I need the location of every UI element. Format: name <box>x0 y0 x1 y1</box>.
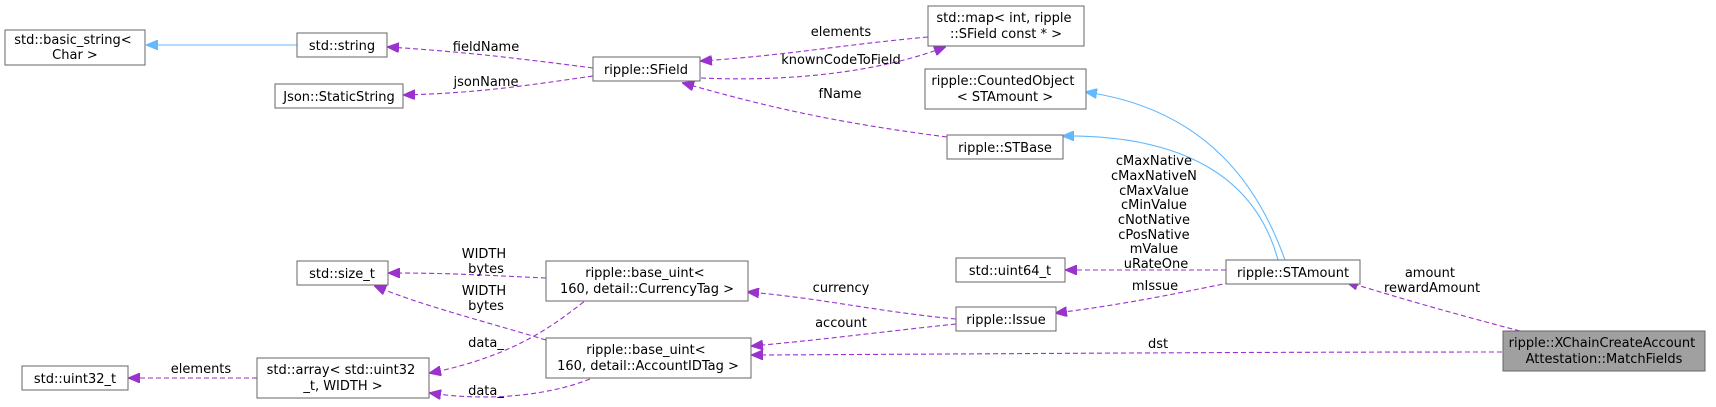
svg-text:std::map< int, ripple: std::map< int, ripple ::SField const * > <box>936 11 1075 42</box>
node-json-staticstring[interactable]: Json::StaticString <box>274 83 404 109</box>
node-stbase[interactable]: ripple::STBase <box>946 134 1064 160</box>
nodes: std::basic_string< Char > std::string Js… <box>4 5 1706 399</box>
node-std-array[interactable]: std::array< std::uint32 _t, WIDTH > <box>256 357 430 399</box>
node-sfield[interactable]: ripple::SField <box>592 56 701 82</box>
node-basic-string[interactable]: std::basic_string< Char > <box>4 29 146 66</box>
edge-sfield-fieldname-string <box>388 47 594 69</box>
edges <box>129 36 1521 397</box>
edge-stamount-inherits-counted-object <box>1086 92 1286 261</box>
edge-label-fieldname: fieldName <box>453 40 519 55</box>
edge-stbase-fname-sfield <box>683 83 948 138</box>
edge-issue-account-accountuint <box>752 323 957 346</box>
svg-text:ripple::Issue: ripple::Issue <box>966 313 1045 328</box>
edge-label-fname: fName <box>819 87 862 102</box>
edge-label-data-account: data_ <box>468 384 504 399</box>
node-std-map[interactable]: std::map< int, ripple ::SField const * > <box>927 5 1085 47</box>
node-uint64[interactable]: std::uint64_t <box>955 257 1066 283</box>
edge-label-amount: amount rewardAmount <box>1384 266 1480 296</box>
svg-text:ripple::base_uint< 160: ripple::base_uint< 160, detail::Currency… <box>560 266 734 297</box>
svg-text:ripple::CountedObject: ripple::CountedObject < STAmount > <box>931 74 1078 105</box>
node-issue[interactable]: ripple::Issue <box>955 306 1057 332</box>
edge-label-missue: mIssue <box>1132 279 1178 294</box>
edge-label-jsonname: jsonName <box>453 75 519 90</box>
svg-text:ripple::base_uint< 160: ripple::base_uint< 160, detail::AccountI… <box>557 343 739 374</box>
node-size-t[interactable]: std::size_t <box>296 260 389 286</box>
edge-label-dst: dst <box>1148 337 1168 352</box>
svg-text:std::uint32_t: std::uint32_t <box>34 372 116 387</box>
node-currency-base-uint[interactable]: ripple::base_uint< 160, detail::Currency… <box>545 260 749 302</box>
node-counted-object[interactable]: ripple::CountedObject < STAmount > <box>924 68 1087 110</box>
node-std-string[interactable]: std::string <box>296 32 388 58</box>
node-stamount[interactable]: ripple::STAmount <box>1225 259 1361 285</box>
edge-sfield-jsonname-staticstring <box>404 75 594 95</box>
edge-label-width-currency: WIDTH bytes <box>462 247 511 277</box>
edge-stamount-inherits-stbase <box>1063 136 1279 261</box>
edge-stamount-missue-issue <box>1056 280 1239 313</box>
edge-label-data-currency: data_ <box>468 336 504 351</box>
edge-issue-currency-currencyuint <box>748 292 957 320</box>
svg-text:std::string: std::string <box>309 39 375 54</box>
svg-text:std::array< std::uint32: std::array< std::uint32 _t, WIDTH > <box>267 363 420 394</box>
node-uint32[interactable]: std::uint32_t <box>21 365 129 391</box>
edge-label-width-account: WIDTH bytes <box>462 284 511 314</box>
edge-label-knowncodetofield: knownCodeToField <box>781 53 901 68</box>
edge-matchfields-amount-stamount <box>1347 282 1521 332</box>
edge-map-elements-sfield <box>701 36 929 61</box>
edge-currencyuint-data-array <box>430 296 591 373</box>
svg-text:ripple::STAmount: ripple::STAmount <box>1237 266 1349 281</box>
edge-label-stamount-constants: cMaxNative cMaxNativeN cMaxValue cMinVal… <box>1111 154 1201 272</box>
edge-label-elements-array: elements <box>171 362 232 377</box>
edge-matchfields-dst-accountuint <box>752 352 1503 355</box>
svg-text:ripple::STBase: ripple::STBase <box>958 141 1052 156</box>
edge-accountuint-width-size-t <box>375 286 547 341</box>
edge-label-currency: currency <box>813 281 870 296</box>
node-account-base-uint[interactable]: ripple::base_uint< 160, detail::AccountI… <box>545 337 752 379</box>
edge-label-elements-map: elements <box>811 25 872 40</box>
svg-text:std::size_t: std::size_t <box>309 267 375 282</box>
svg-text:ripple::XChainCreateAccount: ripple::XChainCreateAccount Attestation:… <box>1509 336 1700 367</box>
edge-sfield-knowncodetofield-map <box>700 47 945 80</box>
svg-text:Json::StaticString: Json::StaticString <box>282 90 395 105</box>
edge-labels: fieldName jsonName elements knownCodeToF… <box>171 25 1480 399</box>
edge-accountuint-data-array <box>430 378 591 397</box>
edge-label-account: account <box>815 316 867 331</box>
svg-text:std::basic_string< Cha: std::basic_string< Char > <box>14 33 135 63</box>
node-matchfields[interactable]: ripple::XChainCreateAccount Attestation:… <box>1502 330 1706 372</box>
svg-text:ripple::SField: ripple::SField <box>604 63 688 78</box>
svg-text:std::uint64_t: std::uint64_t <box>969 264 1051 279</box>
edge-currencyuint-width-size-t <box>389 273 547 279</box>
